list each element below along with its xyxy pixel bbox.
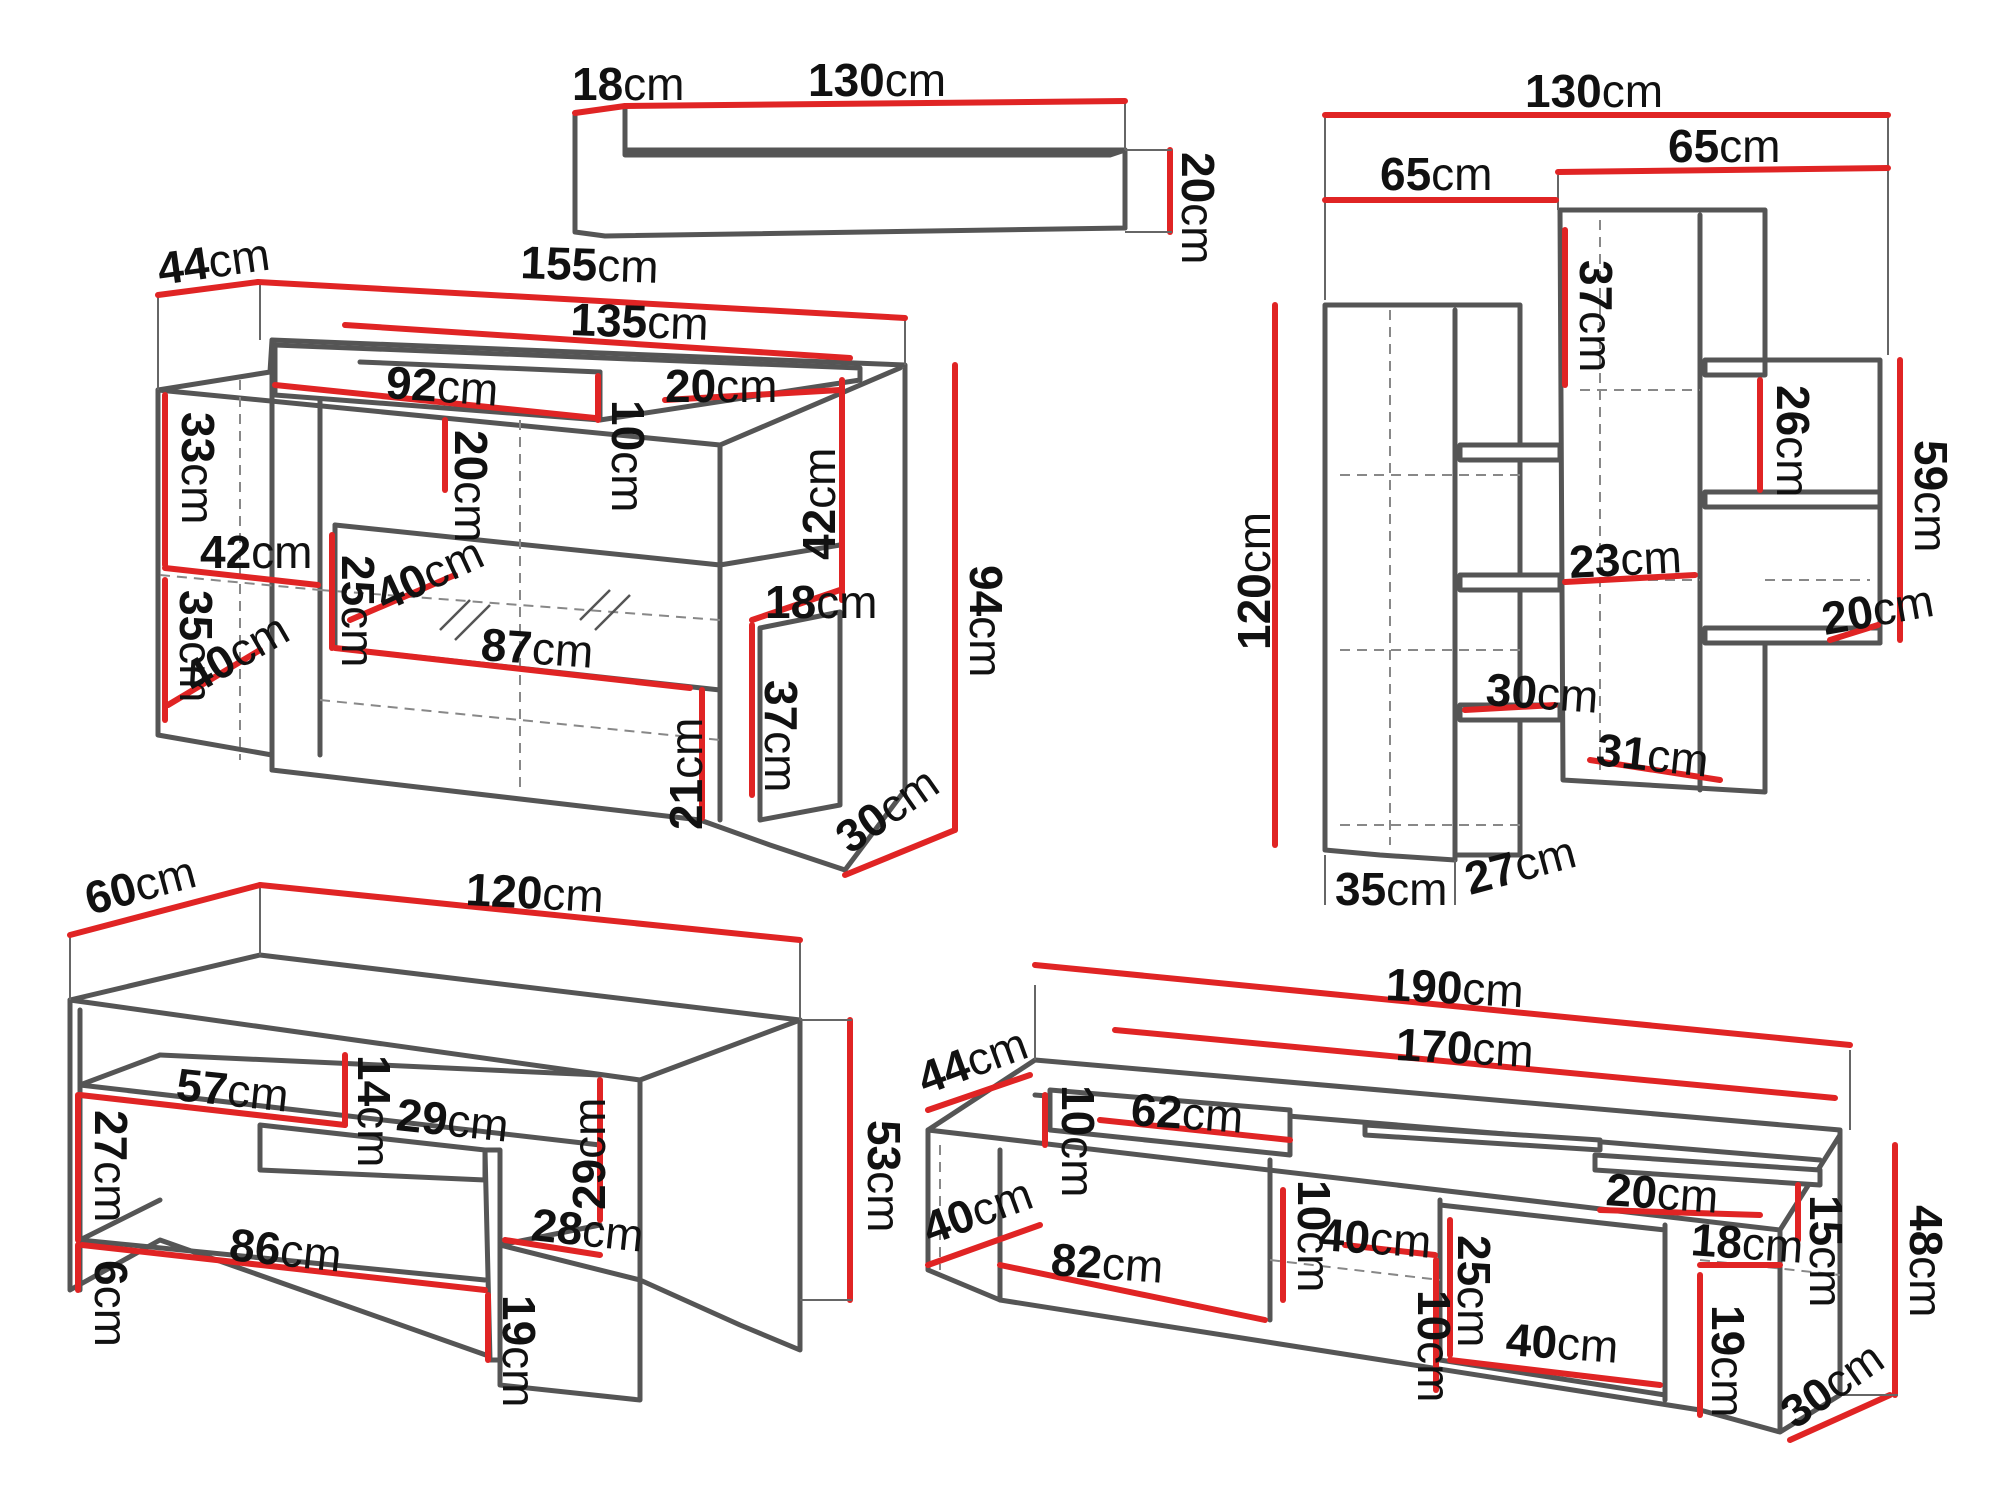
label-sideboard-side-niche-height: 37cm xyxy=(755,680,807,793)
label-tv-mid-bottom: 10cm xyxy=(1408,1290,1460,1403)
label-sideboard-top-compartment: 92cm xyxy=(384,356,500,416)
label-tv-side-depth: 18cm xyxy=(1689,1213,1805,1273)
label-sideboard-height: 94cm xyxy=(960,565,1012,678)
label-tv-drawer-height: 25cm xyxy=(1448,1235,1500,1348)
label-tv-width-body: 170cm xyxy=(1394,1018,1535,1077)
label-bookcase-base-depth: 35cm xyxy=(1335,863,1448,915)
label-bookcase-right-tower-height: 59cm xyxy=(1905,440,1957,553)
label-bookcase-lower-left-depth: 30cm xyxy=(1484,663,1600,723)
label-sideboard-left-lower-height: 35cm xyxy=(170,590,222,703)
label-sideboard-drawer-height: 25cm xyxy=(332,555,384,668)
label-sideboard-top-lip: 10cm xyxy=(602,400,654,513)
label-bookcase-right-shelf-height: 26cm xyxy=(1767,385,1819,498)
label-tv-side-height: 19cm xyxy=(1702,1305,1754,1418)
label-desk-cubby-width: 29cm xyxy=(394,1088,511,1151)
label-desk-bottom-width: 86cm xyxy=(227,1218,344,1281)
label-sideboard-left-upper-height: 33cm xyxy=(172,412,224,525)
label-tv-top-lip: 10cm xyxy=(1052,1085,1104,1198)
label-sideboard-width-body: 135cm xyxy=(570,293,710,350)
label-tv-left-width: 82cm xyxy=(1049,1233,1165,1293)
label-sideboard-right-top-height: 42cm xyxy=(793,448,845,561)
label-desk-lower-height: 19cm xyxy=(493,1295,545,1408)
label-tv-mid-lip: 10cm xyxy=(1288,1180,1340,1293)
label-sideboard-right-top-depth: 20cm xyxy=(665,360,778,412)
label-tv-top-compartment: 62cm xyxy=(1129,1083,1245,1143)
label-tv-height: 48cm xyxy=(1900,1205,1952,1318)
label-bookcase-width-total: 130cm xyxy=(1525,65,1663,117)
label-desk-height: 53cm xyxy=(858,1120,910,1233)
tv-unit-drawing xyxy=(925,962,1898,1443)
label-sideboard-front-lower-height: 21cm xyxy=(660,718,712,831)
label-desk-shelf-width: 57cm xyxy=(174,1058,291,1121)
label-bookcase-upper-right-height: 37cm xyxy=(1570,260,1622,373)
label-sideboard-top-compartment-height: 20cm xyxy=(445,430,497,543)
label-bookcase-right-width: 65cm xyxy=(1668,120,1781,172)
dimension-labels: 18cm 130cm 20cm 44cm 155cm 135cm 92cm 20… xyxy=(79,54,1957,1438)
label-bookcase-lower-depth: 31cm xyxy=(1594,723,1711,786)
label-shelf-depth: 18cm xyxy=(572,58,685,110)
label-shelf-width: 130cm xyxy=(808,54,946,106)
label-tv-width-total: 190cm xyxy=(1384,958,1525,1017)
label-desk-cubby-height: 29cm xyxy=(563,1098,615,1211)
label-tv-flap-height: 15cm xyxy=(1800,1195,1852,1308)
label-tv-mid-depth: 40cm xyxy=(1317,1208,1433,1268)
bookcase-drawing xyxy=(1272,112,1903,905)
label-bookcase-left-width: 65cm xyxy=(1380,148,1493,200)
label-desk-shelf-gap: 14cm xyxy=(348,1055,400,1168)
label-shelf-height: 20cm xyxy=(1172,152,1224,265)
label-desk-cubby-depth: 28cm xyxy=(529,1198,646,1261)
label-desk-kick: 6cm xyxy=(85,1260,137,1347)
wall-shelf-drawing xyxy=(572,98,1173,239)
desk-drawing xyxy=(67,882,853,1403)
label-tv-flap-depth: 20cm xyxy=(1604,1163,1720,1223)
label-bookcase-height: 120cm xyxy=(1228,512,1280,650)
label-sideboard-side-niche-depth: 18cm xyxy=(765,576,878,628)
label-sideboard-width-total: 155cm xyxy=(520,236,660,293)
label-bookcase-right-shelf-depth: 20cm xyxy=(1818,574,1938,645)
label-desk-left-height: 27cm xyxy=(85,1110,137,1223)
sideboard-drawing xyxy=(155,279,958,878)
label-sideboard-left-upper-depth: 42cm xyxy=(200,526,313,578)
label-tv-drawer-depth: 40cm xyxy=(1504,1313,1620,1373)
label-sideboard-depth: 44cm xyxy=(154,228,273,295)
label-bookcase-mid-depth: 23cm xyxy=(1568,530,1683,588)
label-sideboard-drawer-width: 87cm xyxy=(479,618,595,678)
label-desk-depth: 60cm xyxy=(79,845,201,924)
label-desk-width: 120cm xyxy=(464,863,605,922)
